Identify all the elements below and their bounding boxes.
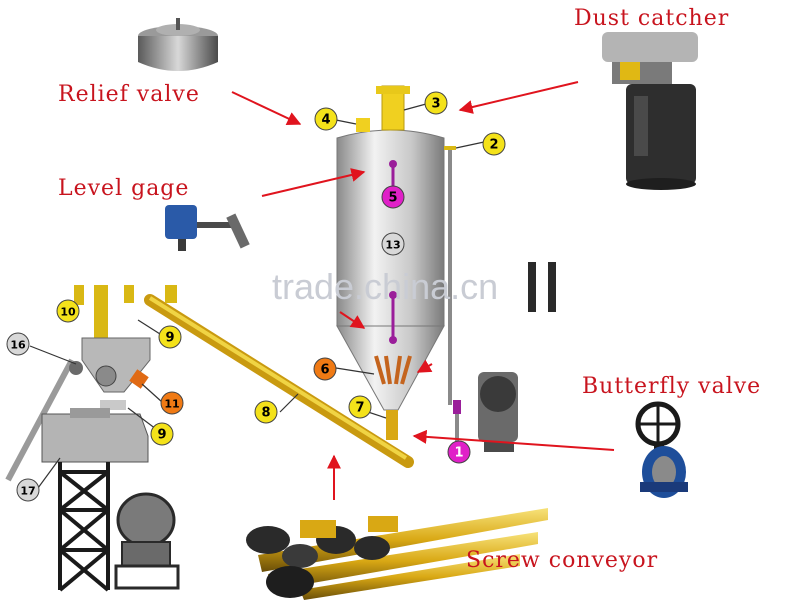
- watermark: trade.china.cn: [272, 266, 499, 307]
- callout-5: 5: [381, 185, 405, 209]
- callout-number: 13: [385, 239, 400, 252]
- callout-8: 8: [254, 400, 278, 424]
- butterfly-valve-image: [635, 401, 688, 498]
- callout-number: 16: [10, 339, 26, 352]
- callout-11: 11: [160, 391, 184, 415]
- dust-catcher-label: Dust catcher: [574, 6, 730, 31]
- callout-circle: [158, 325, 182, 349]
- callout-number: 9: [157, 428, 166, 443]
- callout-circle: [313, 357, 337, 381]
- callout-circle: [381, 185, 405, 209]
- screw-conveyor-image: [246, 508, 548, 600]
- cement-silo: [336, 85, 461, 446]
- callout-number: 2: [489, 138, 498, 153]
- callout-9: 9: [150, 422, 174, 446]
- callout-9: 9: [158, 325, 182, 349]
- mixing-plant: [5, 285, 180, 592]
- callout-circle: [6, 332, 30, 356]
- dust-catcher-image: [602, 32, 698, 190]
- callout-number: 8: [261, 406, 270, 421]
- callout-3: 3: [424, 91, 448, 115]
- callout-1: 1: [447, 440, 471, 464]
- callout-circle: [160, 391, 184, 415]
- callout-circle: [424, 91, 448, 115]
- relief-valve-image: [138, 18, 218, 71]
- callout-circle: [56, 299, 80, 323]
- callout-circle: [381, 232, 405, 256]
- callout-7: 7: [348, 395, 372, 419]
- callout-number: 4: [321, 113, 330, 128]
- callout-2: 2: [482, 132, 506, 156]
- callout-number: 17: [20, 485, 35, 498]
- feeder-equipment: [478, 262, 556, 452]
- callout-4: 4: [314, 107, 338, 131]
- callout-number: 6: [320, 363, 329, 378]
- callout-number: 11: [164, 398, 179, 411]
- inclined-screw-conveyor: [144, 294, 414, 468]
- callout-17: 17: [16, 478, 40, 502]
- callout-number: 9: [165, 331, 174, 346]
- callout-circle: [447, 440, 471, 464]
- callout-16: 16: [6, 332, 30, 356]
- callout-6: 6: [313, 357, 337, 381]
- callout-circle: [314, 107, 338, 131]
- pointer-arrows: [231, 81, 615, 500]
- callout-number: 3: [431, 97, 440, 112]
- callout-number: 5: [388, 191, 397, 206]
- relief-valve-label: Relief valve: [58, 82, 200, 107]
- callout-circle: [348, 395, 372, 419]
- callout-circle: [254, 400, 278, 424]
- screw-conveyor-label: Screw conveyor: [466, 548, 659, 573]
- callout-markers: 1 2 3 4 5 6 7 8 9 9 10 11 13 16 17: [6, 91, 506, 502]
- callout-circle: [150, 422, 174, 446]
- callout-number: 7: [355, 401, 364, 416]
- callout-circle: [16, 478, 40, 502]
- callout-circle: [482, 132, 506, 156]
- level-gage-image: [165, 205, 250, 251]
- callout-10: 10: [56, 299, 80, 323]
- level-gage-label: Level gage: [58, 176, 190, 201]
- butterfly-valve-label: Butterfly valve: [582, 374, 762, 399]
- callout-13: 13: [381, 232, 405, 256]
- callout-number: 10: [60, 306, 76, 319]
- callout-number: 1: [454, 446, 463, 461]
